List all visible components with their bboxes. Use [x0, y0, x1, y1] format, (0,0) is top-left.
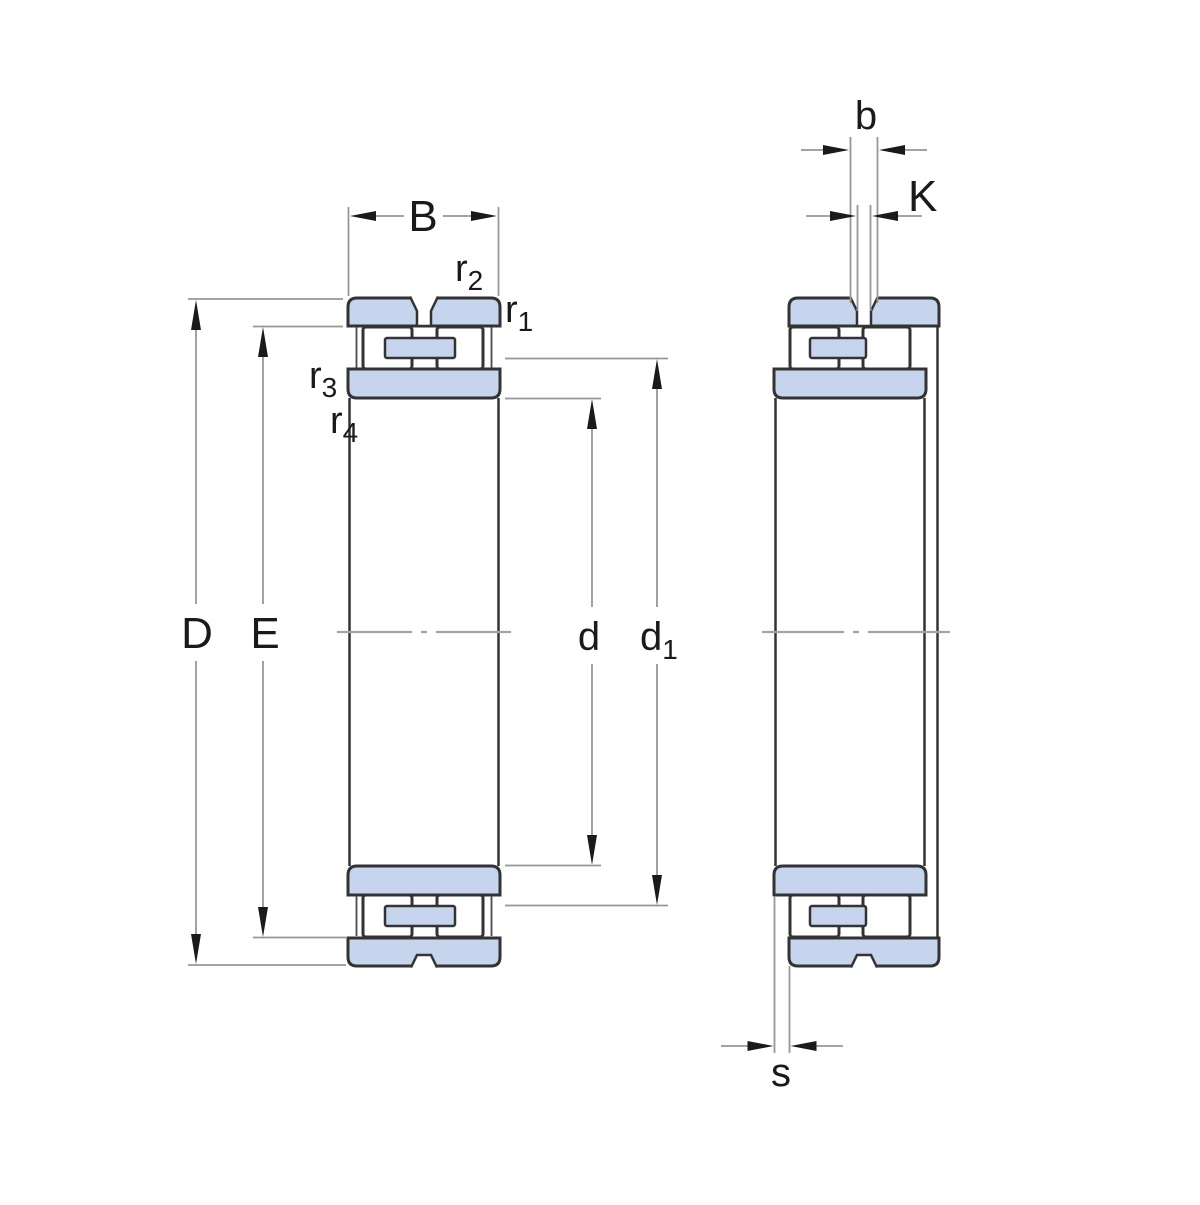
dim-label-r4-base: r [330, 400, 343, 442]
arrowhead-D-bottom [191, 934, 201, 964]
dim-label-r3: r3 [309, 355, 337, 403]
dim-label-r2-sub: 2 [468, 265, 484, 296]
dim-label-r4-sub: 4 [343, 417, 359, 448]
arrowhead-d-top [587, 399, 597, 429]
dim-label-K: K [908, 172, 937, 221]
dim-E: E [250, 325, 346, 939]
dim-label-r2: r2 [455, 248, 483, 296]
inner-ring-top [346, 367, 502, 400]
dim-d: d [505, 397, 601, 867]
dim-b: b [801, 94, 927, 303]
arrowhead-B-right [471, 211, 497, 221]
dim-label-B: B [408, 192, 437, 241]
dim-label-r4: r4 [330, 400, 358, 448]
guide-rib-top [383, 336, 457, 360]
inner-ring-bottom [346, 864, 502, 897]
dim-label-d: d [578, 615, 600, 659]
right-bearing-cross-section [762, 295, 952, 969]
dim-label-r3-base: r [309, 355, 322, 397]
arrowhead-b-left [823, 145, 849, 155]
dim-label-d1-base: d [640, 615, 662, 659]
radius-labels: r2 r1 r3 r4 [309, 248, 533, 448]
dim-label-r1-base: r [505, 289, 518, 331]
dim-label-D: D [181, 609, 213, 658]
dim-label-r3-sub: 3 [322, 372, 338, 403]
lubrication-slot-top [408, 295, 440, 328]
dim-D: D [181, 298, 346, 966]
roller-top-right [861, 325, 912, 371]
arrowhead-E-bottom [258, 907, 268, 937]
dim-label-b: b [855, 94, 877, 138]
arrowhead-d-bottom [587, 835, 597, 865]
arrowhead-d1-bottom [652, 875, 662, 905]
arrowhead-s-right [790, 1041, 817, 1051]
dim-label-r2-base: r [455, 248, 468, 290]
arrowhead-K-right [872, 211, 898, 221]
left-bearing-cross-section [337, 295, 512, 969]
guide-rib-top [808, 336, 868, 360]
arrowhead-d1-top [652, 359, 662, 389]
outer-ring-bottom [787, 936, 941, 968]
arrowhead-E-top [258, 327, 268, 357]
dim-d1: d1 [505, 357, 678, 907]
roller-bottom-right [861, 893, 912, 939]
dim-K: K [806, 172, 937, 311]
inner-ring-bottom [772, 864, 928, 897]
arrowhead-D-top [191, 300, 201, 330]
dim-s: s [721, 897, 843, 1095]
dim-B: B [347, 192, 500, 296]
lubrication-groove-bottom [849, 953, 879, 969]
dim-label-s: s [771, 1051, 791, 1095]
dim-label-r1: r1 [505, 289, 533, 337]
dim-label-r1-sub: 1 [518, 306, 534, 337]
arrowhead-K-left [830, 211, 856, 221]
dim-label-d1: d1 [640, 615, 678, 665]
inner-ring-top [772, 367, 928, 400]
lubrication-groove-bottom [409, 953, 439, 969]
arrowhead-B-left [350, 211, 376, 221]
outer-ring-bottom [346, 936, 502, 968]
arrowhead-b-right [879, 145, 905, 155]
dim-label-E: E [250, 609, 279, 658]
guide-rib-bottom [808, 904, 868, 928]
dim-label-d1-sub: 1 [662, 634, 678, 665]
arrowhead-s-left [747, 1041, 774, 1051]
right-figure: b K s [721, 94, 952, 1095]
guide-rib-bottom [383, 904, 457, 928]
left-figure: B D E d [181, 192, 678, 969]
